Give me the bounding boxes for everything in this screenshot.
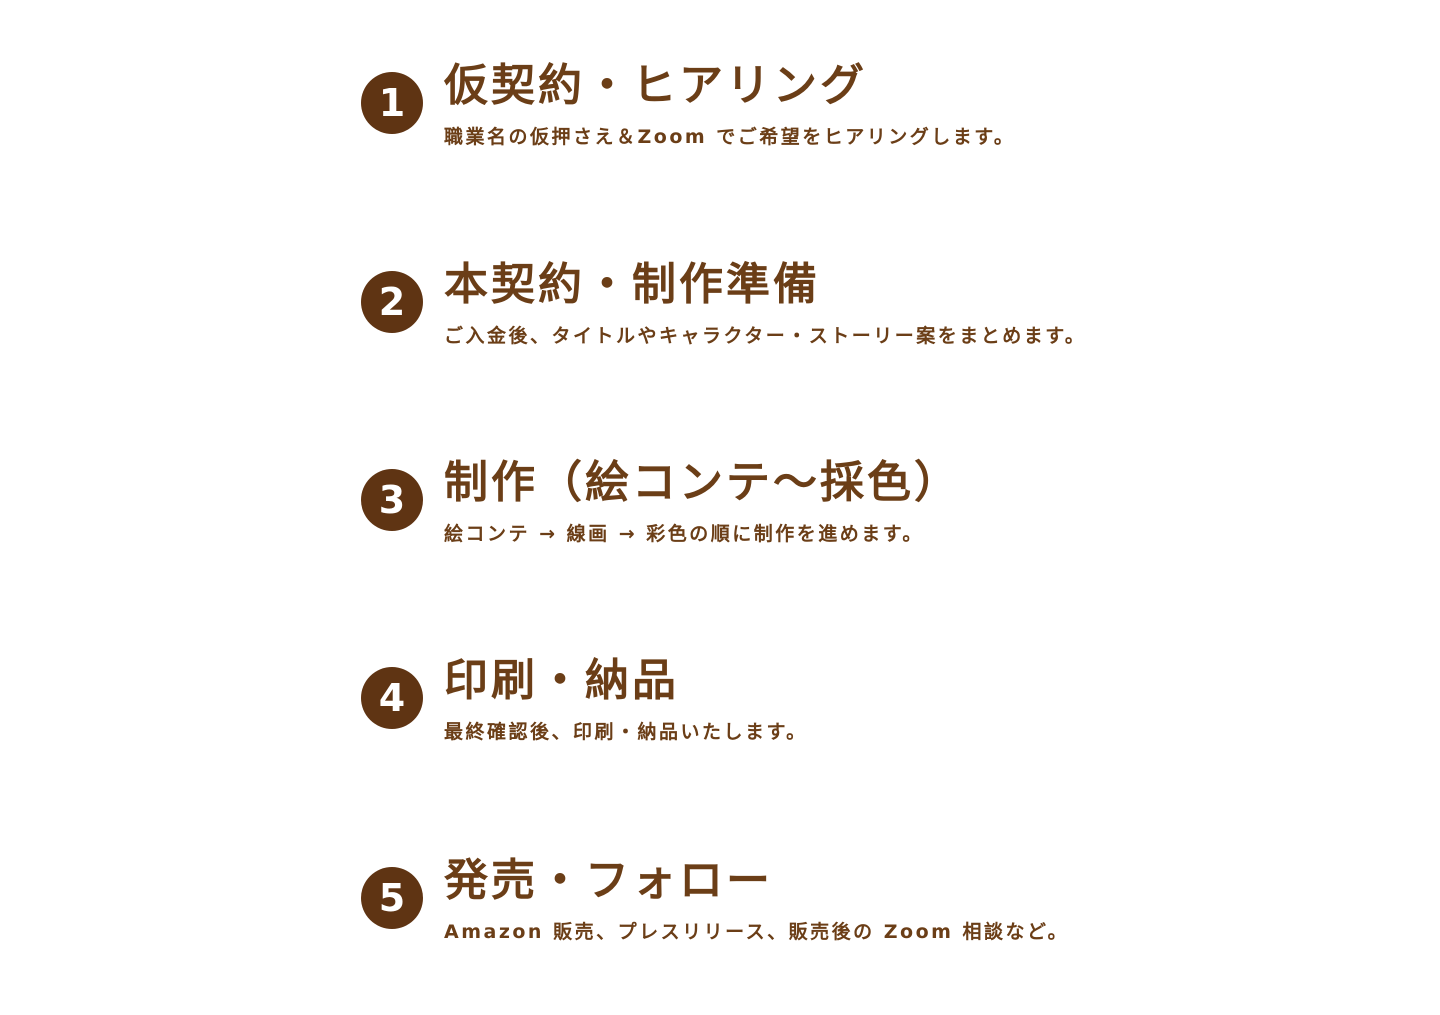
step-title: 制作（絵コンテ〜採色） — [444, 457, 961, 508]
step-number-badge: 5 — [361, 867, 423, 929]
step-5: 5 発売・フォロー Amazon 販売、プレスリリース、販売後の Zoom 相談… — [361, 853, 1261, 963]
step-title: 発売・フォロー — [444, 855, 773, 906]
step-description: Amazon 販売、プレスリリース、販売後の Zoom 相談など。 — [444, 921, 1070, 943]
step-number-badge: 4 — [361, 667, 423, 729]
step-number-badge: 2 — [361, 271, 423, 333]
step-number-badge: 3 — [361, 469, 423, 531]
step-4: 4 印刷・納品 最終確認後、印刷・納品いたします。 — [361, 653, 1261, 763]
step-1: 1 仮契約・ヒアリング 職業名の仮押さえ＆Zoom でご希望をヒアリングします。 — [361, 58, 1261, 168]
step-title: 印刷・納品 — [444, 655, 679, 706]
step-2: 2 本契約・制作準備 ご入金後、タイトルやキャラクター・ストーリー案をまとめます… — [361, 257, 1261, 367]
step-description: 職業名の仮押さえ＆Zoom でご希望をヒアリングします。 — [444, 126, 1016, 148]
step-number-badge: 1 — [361, 72, 423, 134]
step-title: 本契約・制作準備 — [444, 259, 820, 310]
step-description: ご入金後、タイトルやキャラクター・ストーリー案をまとめます。 — [444, 325, 1087, 347]
step-description: 絵コンテ → 線画 → 彩色の順に制作を進めます。 — [444, 523, 924, 545]
step-3: 3 制作（絵コンテ〜採色） 絵コンテ → 線画 → 彩色の順に制作を進めます。 — [361, 455, 1261, 565]
step-description: 最終確認後、印刷・納品いたします。 — [444, 721, 808, 743]
step-title: 仮契約・ヒアリング — [444, 60, 867, 111]
